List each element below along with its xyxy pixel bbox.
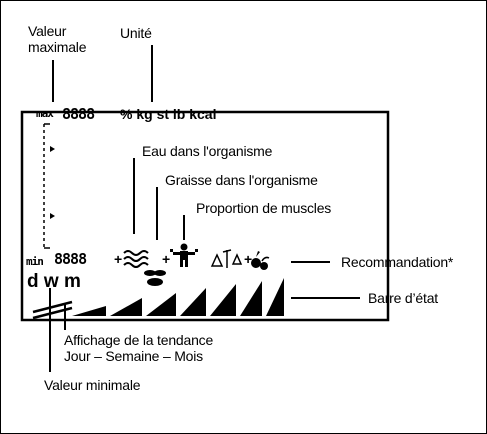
wave-icon bbox=[123, 250, 149, 268]
label-water: Eau dans l'organisme bbox=[142, 143, 273, 159]
fruit-icon bbox=[251, 251, 270, 270]
status-bar bbox=[72, 278, 284, 316]
scale-marker-bottom bbox=[50, 213, 55, 219]
label-min-value: Valeur minimale bbox=[44, 377, 141, 393]
label-max-value: Valeur maximale bbox=[28, 23, 87, 55]
fat-blob-icon bbox=[144, 270, 166, 286]
label-fat: Graisse dans l'organisme bbox=[165, 172, 318, 188]
label-status-bar: Barre d’état bbox=[368, 290, 438, 306]
trend-indicator bbox=[32, 300, 73, 320]
min-tag: min bbox=[26, 255, 44, 268]
scale-marker-top bbox=[50, 146, 55, 152]
lcd-display-frame bbox=[20, 110, 390, 322]
label-muscle: Proportion de muscles bbox=[196, 200, 332, 216]
balance-scale-icon bbox=[210, 249, 243, 268]
units-row: % kg st lb kcal bbox=[120, 106, 217, 122]
plus-sign-1: + bbox=[114, 251, 123, 267]
max-digits: 8888 bbox=[62, 105, 95, 123]
label-trend: Affichage de la tendance Jour – Semaine … bbox=[64, 332, 214, 364]
trend-dwm: d w m bbox=[27, 271, 81, 292]
scale-markers bbox=[50, 146, 55, 219]
muscle-man-icon bbox=[170, 243, 198, 267]
label-recommendation: Recommandation* bbox=[341, 254, 454, 270]
min-digits: 8888 bbox=[54, 250, 87, 268]
max-tag: max bbox=[36, 107, 54, 120]
label-unit: Unité bbox=[120, 25, 152, 41]
plus-sign-3: + bbox=[244, 251, 253, 267]
plus-sign-2: + bbox=[162, 251, 171, 267]
vertical-scale bbox=[43, 123, 50, 249]
